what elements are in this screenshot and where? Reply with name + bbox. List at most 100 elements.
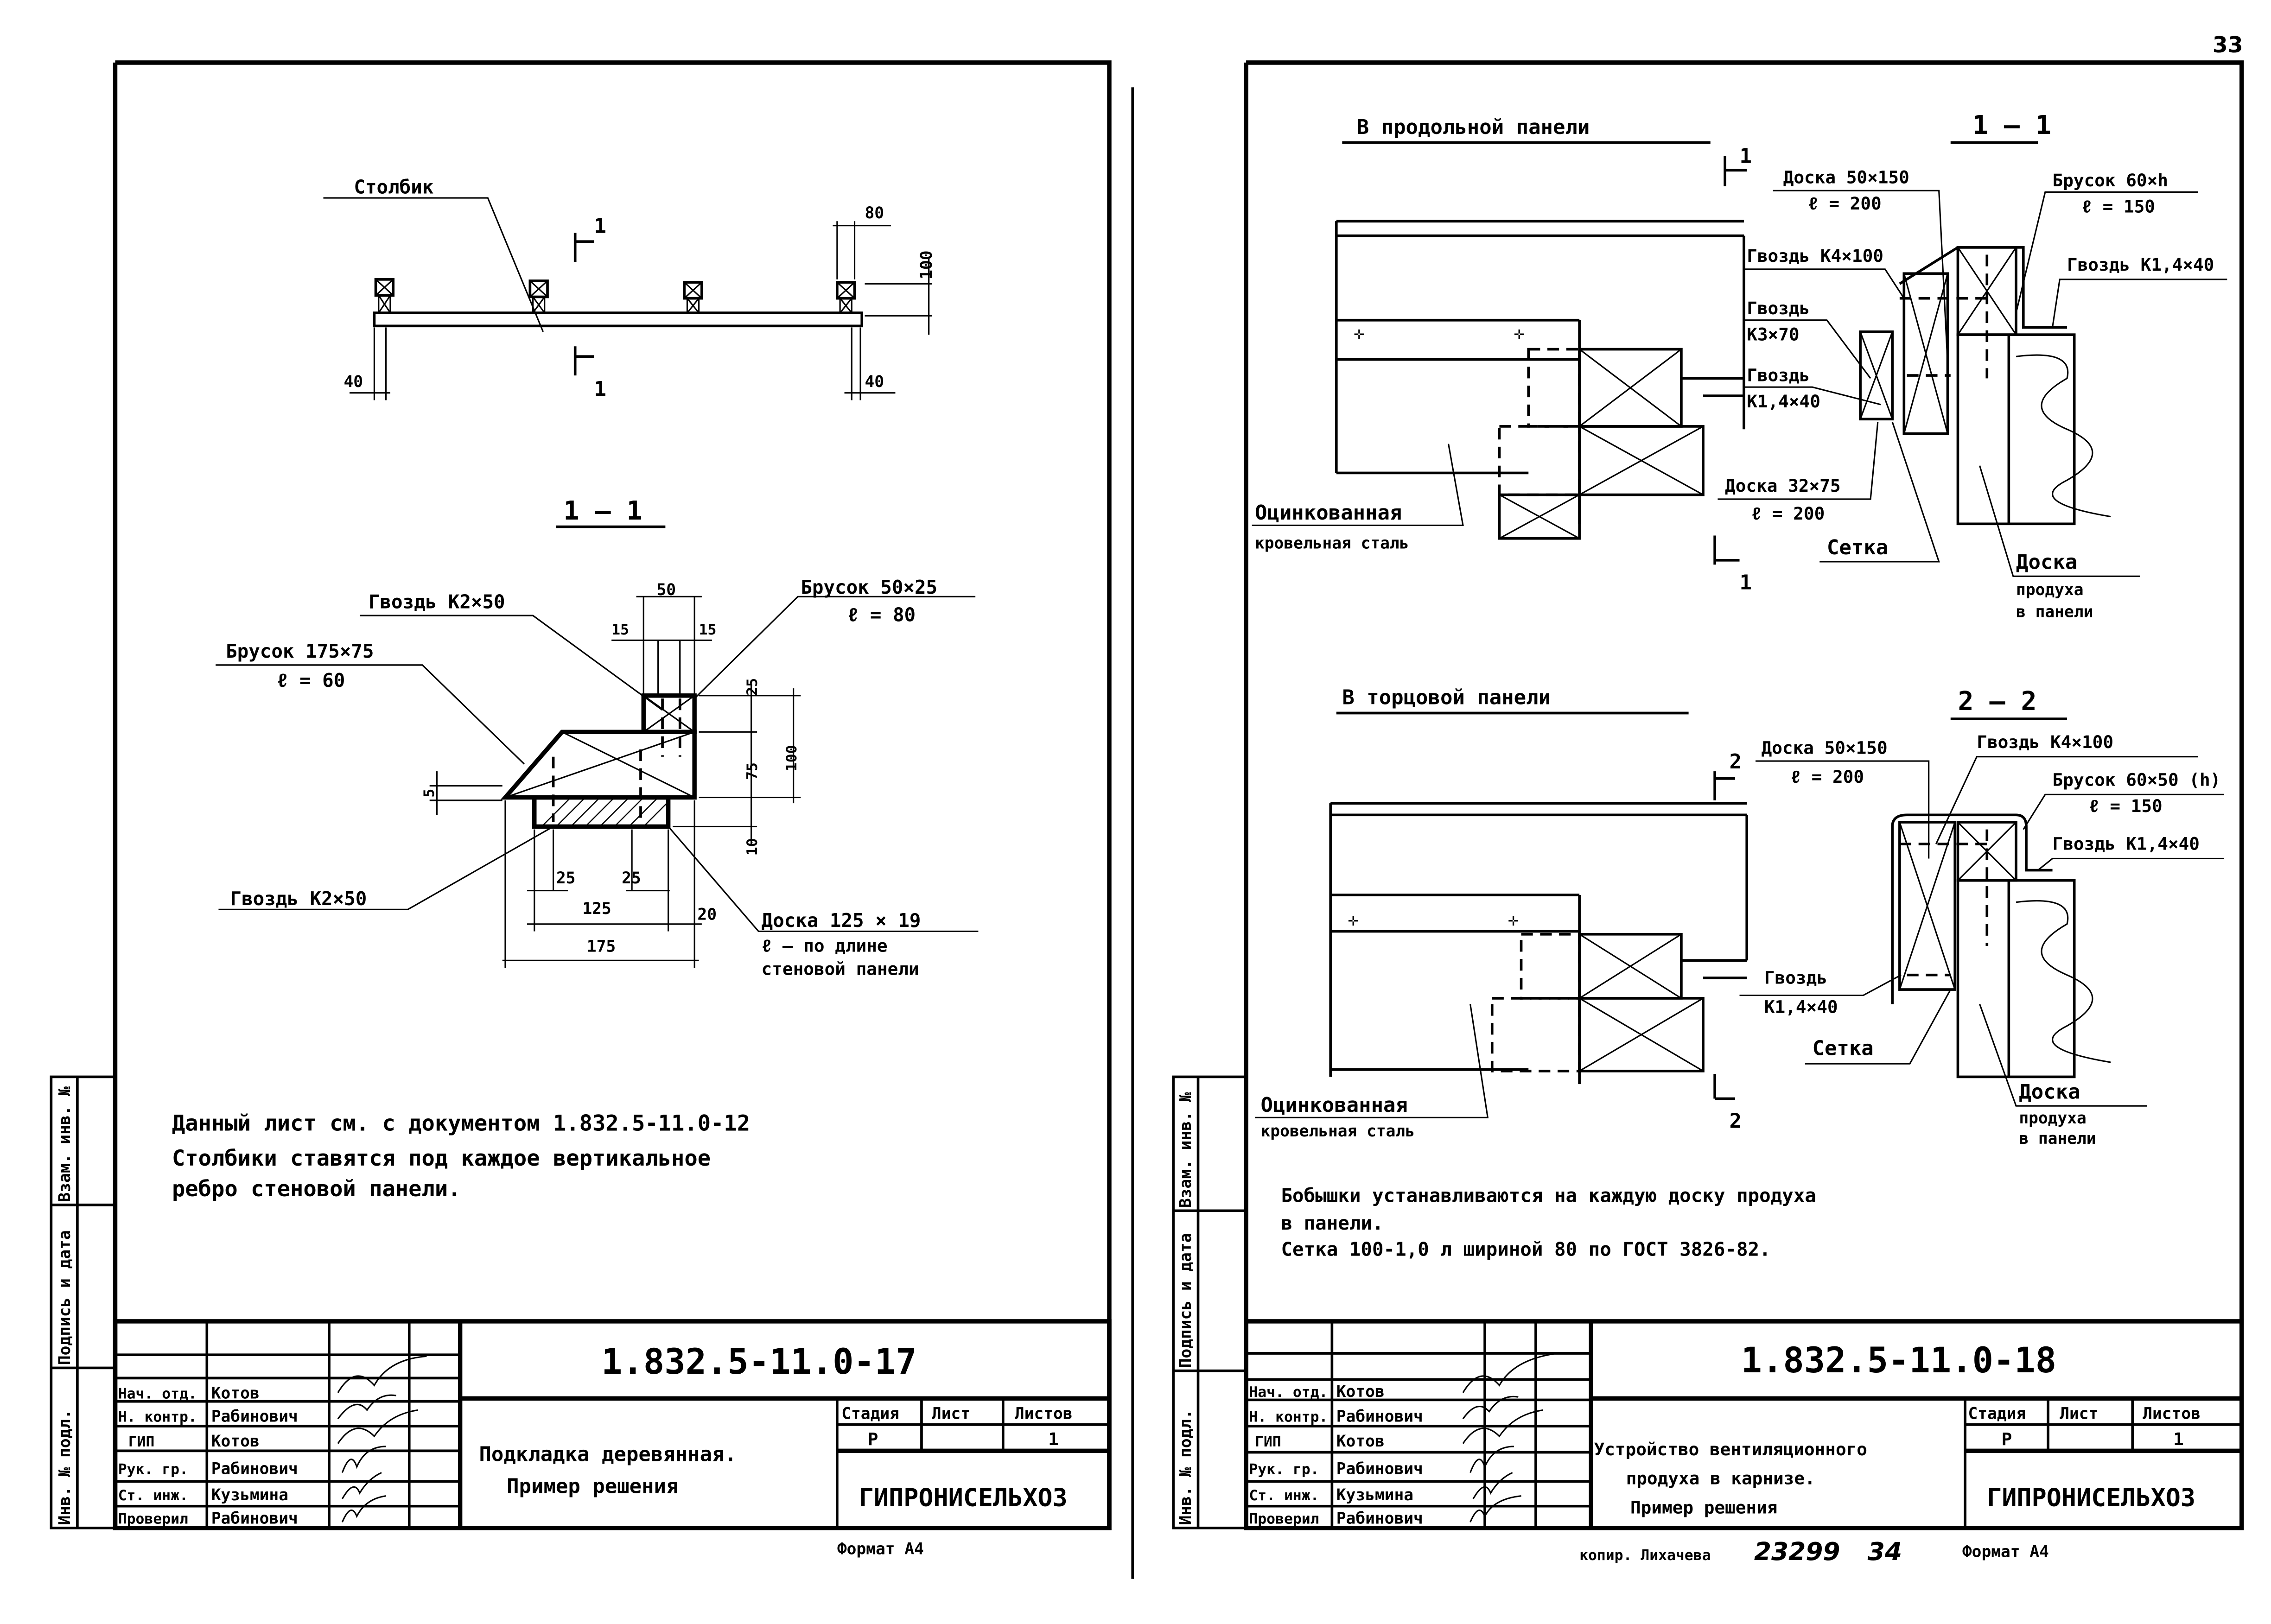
role-name: Рабинович bbox=[1336, 1460, 1423, 1478]
vent-board-label-3: в панели bbox=[2019, 1129, 2096, 1148]
vent-board-label-2: продуха bbox=[2019, 1109, 2086, 1128]
board-125x19 bbox=[532, 795, 671, 829]
board-50x150-length: ℓ = 200 bbox=[1808, 193, 1882, 214]
dim-40-right: 40 bbox=[865, 373, 884, 391]
dim-25-right: 25 bbox=[622, 869, 641, 888]
role-name: Рабинович bbox=[1336, 1408, 1423, 1426]
notes: Бобышки устанавливаются на каждую доску … bbox=[1281, 1184, 1816, 1260]
role-name: Рабинович bbox=[211, 1509, 298, 1528]
mesh-label: Сетка bbox=[1813, 1036, 1874, 1060]
role: Ст. инж. bbox=[118, 1487, 188, 1504]
board-length-2: стеновой панели bbox=[762, 959, 919, 979]
section-mark: 1 bbox=[1740, 571, 1752, 595]
nail-k3-label-1: Гвоздь bbox=[1747, 298, 1810, 318]
role: Рук. гр. bbox=[118, 1461, 188, 1478]
section-mark: 2 bbox=[1730, 1109, 1742, 1133]
post bbox=[836, 281, 856, 314]
view-end-panel: В торцовой панели 2 – 2 ✛ ✛ 2 2 bbox=[1254, 686, 2225, 1148]
role-name: Котов bbox=[211, 1432, 260, 1451]
nail-bottom-label: Гвоздь К2×50 bbox=[230, 888, 367, 910]
steel-label-1: Оцинкованная bbox=[1261, 1093, 1408, 1117]
post bbox=[374, 278, 395, 314]
steel-label-2: кровельная сталь bbox=[1261, 1122, 1415, 1141]
bar-top-label: Брусок 50×25 bbox=[801, 576, 937, 598]
view-heading: В продольной панели bbox=[1357, 115, 1590, 139]
signatures bbox=[337, 1355, 427, 1522]
dim-80: 80 bbox=[865, 204, 884, 222]
nail-k14-label-2: К1,4×40 bbox=[1747, 391, 1820, 412]
board-50x150-label: Доска 50×150 bbox=[1762, 737, 1888, 758]
page-number: 33 bbox=[2213, 32, 2243, 58]
margin-sign-date: Подпись и дата bbox=[56, 1230, 74, 1365]
post bbox=[683, 281, 703, 314]
margin-sign-date: Подпись и дата bbox=[1177, 1233, 1195, 1368]
plan-beam bbox=[373, 311, 864, 328]
section-mark: 1 bbox=[1740, 145, 1752, 168]
bar-top-length: ℓ = 80 bbox=[847, 604, 916, 626]
nail-k14-right-label: Гвоздь К1,4×40 bbox=[2053, 834, 2200, 854]
section-title: 1 — 1 bbox=[564, 496, 642, 526]
note-line: Столбики ставятся под каждое вертикально… bbox=[172, 1146, 711, 1171]
dim-10: 10 bbox=[744, 838, 761, 856]
dim-175: 175 bbox=[587, 937, 616, 956]
org-name: ГИПРОНИСЕЛЬХОЗ bbox=[1987, 1483, 2195, 1512]
board-32x75-label: Доска 32×75 bbox=[1725, 476, 1840, 496]
sheets-header: Листов bbox=[1015, 1404, 1073, 1423]
stage-value: Р bbox=[868, 1429, 878, 1449]
sheets-value: 1 bbox=[2173, 1429, 2184, 1449]
role: Нач. отд. bbox=[118, 1385, 197, 1402]
role: ГИП bbox=[128, 1434, 155, 1450]
role-name: Рабинович bbox=[211, 1408, 298, 1426]
role: Проверил bbox=[118, 1510, 188, 1527]
stage-value: Р bbox=[2002, 1429, 2012, 1449]
doc-code: 1.832.5-11.0-18 bbox=[1741, 1340, 2056, 1381]
note-line: в панели. bbox=[1281, 1212, 1383, 1234]
margin-inv-no: Инв. № подл. bbox=[56, 1409, 74, 1525]
nail-k3-label-2: К3×70 bbox=[1747, 324, 1799, 345]
copied-by: копир. Лихачева bbox=[1579, 1547, 1711, 1564]
dim-25-left: 25 bbox=[556, 869, 576, 888]
format-label: Формат А4 bbox=[837, 1540, 924, 1558]
left-sheet: Инв. № подл. Подпись и дата Взам. инв. №… bbox=[50, 60, 1112, 1558]
section-mark-bottom: 1 bbox=[594, 377, 606, 401]
nail-k14-label-1: Гвоздь bbox=[1764, 967, 1827, 988]
section-mark: 2 bbox=[1730, 750, 1742, 774]
roles: Нач. отд. Котов Н. контр. Рабинович ГИП … bbox=[1249, 1383, 1423, 1528]
sheets-header: Листов bbox=[2143, 1404, 2201, 1423]
fastener-mark: ✛ bbox=[1348, 909, 1359, 930]
nail-k14-right-label: Гвоздь К1,4×40 bbox=[2067, 254, 2214, 275]
role-name: Кузьмина bbox=[211, 1486, 288, 1504]
dim-125: 125 bbox=[582, 900, 611, 918]
margin-replace-inv: Взам. инв. № bbox=[1177, 1092, 1195, 1208]
section-mark-top: 1 bbox=[594, 214, 606, 238]
dim-20: 20 bbox=[697, 905, 717, 924]
margin-inv-no: Инв. № подл. bbox=[1177, 1409, 1195, 1525]
dim-50: 50 bbox=[657, 581, 676, 599]
note-line: Сетка 100-1,0 л шириной 80 по ГОСТ 3826-… bbox=[1281, 1238, 1770, 1261]
margin-stamp: Инв. № подл. Подпись и дата Взам. инв. № bbox=[50, 1075, 117, 1529]
title-line: Устройство вентиляционного bbox=[1594, 1439, 1867, 1459]
title-block: 1.832.5-11.0-17 Подкладка деревянная. Пр… bbox=[113, 1319, 1112, 1558]
fastener-mark: ✛ bbox=[1514, 323, 1525, 343]
title-line: Подкладка деревянная. bbox=[479, 1442, 737, 1466]
section-1-1: 1 — 1 Гвоздь К2×50 Брусок 50×25 ℓ = 80 Б… bbox=[216, 496, 979, 979]
vent-board-label-2: продуха bbox=[2016, 581, 2083, 599]
bar-60h-label: Брусок 60×h bbox=[2053, 170, 2168, 190]
nail-k14-label-2: К1,4×40 bbox=[1764, 996, 1838, 1017]
section-title: 1 — 1 bbox=[1972, 110, 2051, 140]
roles: Нач. отд. Котов Н. контр. Рабинович ГИП … bbox=[118, 1384, 298, 1528]
steel-label-2: кровельная сталь bbox=[1255, 534, 1409, 553]
stage-header: Стадия bbox=[1968, 1404, 2026, 1423]
bar-60x50-label: Брусок 60×50 (h) bbox=[2053, 769, 2221, 790]
doc-code: 1.832.5-11.0-17 bbox=[601, 1341, 916, 1382]
bar-main-length: ℓ = 60 bbox=[277, 669, 345, 691]
signatures bbox=[1462, 1352, 1558, 1522]
order-number: 23299 bbox=[1754, 1537, 1840, 1566]
role: Нач. отд. bbox=[1249, 1384, 1328, 1401]
nail-k4-label: Гвоздь К4×100 bbox=[1977, 732, 2113, 752]
dim-5: 5 bbox=[421, 789, 438, 798]
post bbox=[528, 279, 549, 314]
notes: Данный лист см. с документом 1.832.5-11.… bbox=[172, 1111, 750, 1202]
dim-100: 100 bbox=[783, 745, 800, 771]
